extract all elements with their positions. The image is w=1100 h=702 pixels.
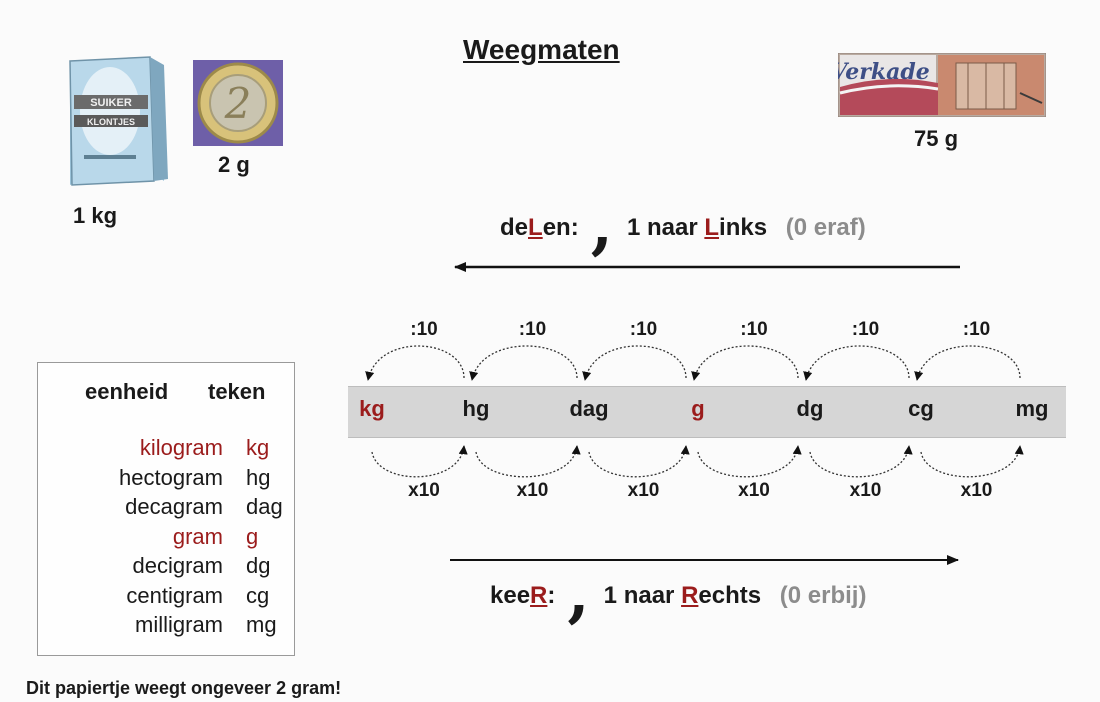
- rule-divide-hint: (0 eraf): [785, 214, 866, 241]
- divide-label: :10: [410, 319, 438, 340]
- page-title: Weegmaten: [463, 34, 620, 65]
- rule-multiply-word-post: :: [547, 582, 556, 609]
- rule-divide-word-key: L: [528, 214, 543, 241]
- table-unit-name: decigram: [132, 553, 223, 578]
- chocolate-brand: Verkade: [838, 59, 930, 85]
- table-header-unit: eenheid: [85, 379, 169, 404]
- multiply-arc: [920, 445, 1024, 478]
- rule-multiply-text-key: R: [681, 582, 699, 609]
- sugar-weight-label: 1 kg: [73, 203, 118, 228]
- multiply-arc: [475, 445, 581, 478]
- table-unit-name: kilogram: [139, 435, 223, 460]
- rule-divide-text-key: L: [704, 214, 720, 241]
- multiply-label: x10: [516, 480, 549, 501]
- rule-multiply-word-key: R: [530, 582, 548, 609]
- table-unit-sign: dg: [246, 553, 271, 578]
- table-unit-name: centigram: [126, 582, 223, 608]
- unit-g: g: [691, 396, 705, 421]
- divide-arc: [365, 345, 465, 381]
- multiply-arcs: [371, 445, 1024, 478]
- table-unit-sign: dag: [246, 494, 283, 519]
- divide-arc: [691, 345, 799, 381]
- sugar-label-line1: SUIKER: [90, 97, 132, 109]
- table-header-sign: teken: [208, 379, 266, 404]
- multiply-label: x10: [627, 480, 660, 501]
- divide-arcs: [365, 345, 1021, 381]
- unit-hg: hg: [462, 396, 490, 421]
- unit-mg: mg: [1015, 396, 1049, 421]
- multiply-arc: [809, 445, 913, 478]
- rule-multiply-text-post: echts: [698, 582, 762, 609]
- rule-multiply-comma: ,: [567, 556, 590, 631]
- table-unit-sign: hg: [246, 464, 271, 490]
- footer-note: Dit papiertje weegt ongeveer 2 gram!: [26, 678, 342, 698]
- table-unit-sign: cg: [246, 582, 270, 608]
- unit-strip: [348, 386, 1066, 438]
- divide-label: :10: [851, 319, 880, 340]
- rule-divide-text-post: inks: [719, 214, 768, 241]
- coin-picture: 2: [193, 60, 283, 146]
- chocolate-weight-label: 75 g: [914, 126, 959, 151]
- sugar-box-picture: SUIKER KLONTJES: [69, 56, 168, 186]
- coin-weight-label: 2 g: [218, 152, 250, 177]
- chocolate-bar-picture: Verkade: [838, 53, 1046, 117]
- divide-label: :10: [962, 319, 991, 340]
- table-unit-name: hectogram: [119, 464, 223, 490]
- sugar-label-line2: KLONTJES: [87, 117, 135, 127]
- unit-dg: dg: [796, 396, 824, 421]
- table-unit-name: decagram: [125, 494, 223, 519]
- rule-multiply-word-pre: kee: [490, 582, 531, 609]
- rule-multiply-text-pre: 1 naar: [603, 582, 682, 609]
- divide-arc: [469, 345, 578, 381]
- coin-digit: 2: [224, 79, 252, 128]
- rule-divide-word-post: en:: [542, 214, 579, 241]
- divide-arc: [803, 345, 910, 381]
- rule-divide-word-pre: de: [500, 214, 529, 241]
- divide-label: :10: [629, 319, 658, 340]
- multiply-label: x10: [408, 480, 440, 501]
- divide-arc: [582, 345, 687, 381]
- divide-arc: [914, 345, 1021, 381]
- divide-label: :10: [518, 319, 547, 340]
- multiply-label: x10: [960, 480, 993, 501]
- unit-dag: dag: [569, 396, 609, 421]
- rule-divide-comma: ,: [590, 188, 613, 263]
- rule-divide-text-pre: 1 naar: [626, 214, 705, 241]
- multiply-arc: [371, 445, 468, 478]
- table-unit-sign: kg: [246, 435, 270, 460]
- unit-cg: cg: [908, 396, 934, 421]
- multiply-label: x10: [738, 480, 770, 501]
- table-unit-sign: mg: [246, 612, 277, 637]
- unit-kg: kg: [359, 396, 385, 421]
- table-unit-name: gram: [172, 523, 223, 549]
- rule-multiply: keeR:,1 naar Rechts (0 erbij): [490, 562, 867, 626]
- multiply-arc: [697, 445, 802, 478]
- divide-label: :10: [740, 319, 768, 340]
- table-unit-name: milligram: [135, 612, 223, 637]
- table-unit-sign: g: [246, 523, 259, 549]
- multiply-label: x10: [849, 480, 882, 501]
- multiply-arc: [588, 445, 690, 478]
- rule-multiply-hint: (0 erbij): [779, 582, 867, 609]
- rule-divide: deLen:,1 naar Links (0 eraf): [500, 194, 866, 258]
